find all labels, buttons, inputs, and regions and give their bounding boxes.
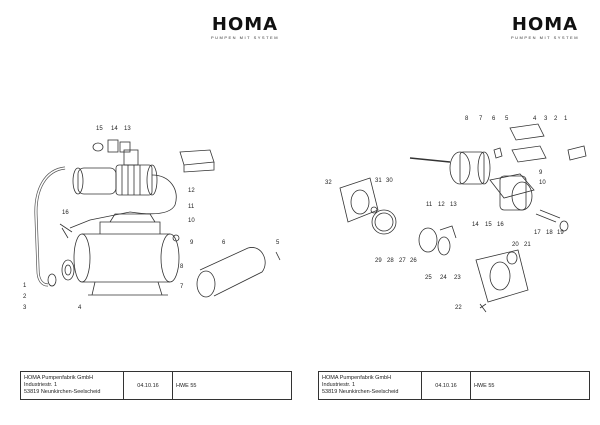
part-label: 7 <box>479 116 483 122</box>
part-label: 31 <box>375 178 382 184</box>
part-label: 32 <box>325 180 332 186</box>
logo-word: HOMA <box>511 14 579 35</box>
title-block: HOMA Pumpenfabrik GmbH Industriestr. 1 5… <box>318 371 590 400</box>
part-label: 4 <box>78 305 82 311</box>
part-label: 14 <box>111 126 118 132</box>
part-label: 21 <box>524 242 531 248</box>
part-label: 29 <box>375 258 382 264</box>
part-label: 2 <box>23 294 27 300</box>
part-label: 3 <box>23 305 27 311</box>
document-date: 04.10.16 <box>422 372 471 399</box>
homa-logo: HOMA PUMPEN MIT SYSTEM <box>500 14 590 41</box>
part-label: 10 <box>188 218 195 224</box>
part-label: 2 <box>554 116 558 122</box>
company-street: Industriestr. 1 <box>24 382 58 388</box>
part-label: 19 <box>557 230 564 236</box>
part-label: 27 <box>399 258 406 264</box>
homa-logo: HOMA PUMPEN MIT SYSTEM <box>200 14 290 41</box>
logo-word: HOMA <box>211 14 279 35</box>
model-name: HWE 55 <box>474 382 495 389</box>
part-label: 11 <box>426 202 433 208</box>
document-date: 04.10.16 <box>124 372 173 399</box>
part-label: 13 <box>450 202 457 208</box>
part-label: 5 <box>276 240 280 246</box>
left-page: HOMA PUMPEN MIT SYSTEM <box>20 14 292 400</box>
part-label: 13 <box>124 126 131 132</box>
exploded-view-motor-assembly: 8 7 6 5 4 3 2 1 9 10 32 31 30 11 12 13 1… <box>325 116 587 313</box>
part-label: 15 <box>485 222 492 228</box>
part-label: 9 <box>190 240 194 246</box>
part-label: 5 <box>505 116 509 122</box>
part-label: 14 <box>472 222 479 228</box>
logo-tagline: PUMPEN MIT SYSTEM <box>510 35 580 40</box>
logo-tagline: PUMPEN MIT SYSTEM <box>210 35 280 40</box>
company-street: Industriestr. 1 <box>322 382 356 388</box>
part-label: 17 <box>534 230 541 236</box>
right-page: HOMA PUMPEN MIT SYSTEM <box>300 0 600 425</box>
part-label: 6 <box>222 240 226 246</box>
part-label: 16 <box>497 222 504 228</box>
company-city: 53819 Neunkirchen-Seelscheid <box>24 389 101 395</box>
part-label: 18 <box>546 230 553 236</box>
part-label: 22 <box>455 305 462 311</box>
part-label: 20 <box>512 242 519 248</box>
part-label: 7 <box>180 284 184 290</box>
company-name: HOMA Pumpenfabrik GmbH <box>322 375 392 381</box>
part-label: 28 <box>387 258 394 264</box>
company-address: HOMA Pumpenfabrik GmbH Industriestr. 1 5… <box>319 372 422 399</box>
part-label: 9 <box>539 170 543 176</box>
model-name: HWE 55 <box>176 382 197 389</box>
title-block: HOMA Pumpenfabrik GmbH Industriestr. 1 5… <box>20 371 292 400</box>
company-address: HOMA Pumpenfabrik GmbH Industriestr. 1 5… <box>21 372 124 399</box>
part-label: 4 <box>533 116 537 122</box>
exploded-view-pump-assembly: 15 14 13 12 11 10 16 9 6 5 8 7 1 2 3 4 <box>23 126 281 311</box>
part-label: 6 <box>492 116 496 122</box>
part-label: 8 <box>465 116 469 122</box>
part-label: 10 <box>539 180 546 186</box>
company-city: 53819 Neunkirchen-Seelscheid <box>322 389 399 395</box>
part-label: 26 <box>410 258 417 264</box>
part-label: 12 <box>188 188 195 194</box>
part-label: 12 <box>438 202 445 208</box>
part-label: 24 <box>440 275 447 281</box>
part-label: 25 <box>425 275 432 281</box>
part-label: 23 <box>454 275 461 281</box>
part-label: 15 <box>96 126 103 132</box>
part-label: 3 <box>544 116 548 122</box>
part-label: 16 <box>62 210 69 216</box>
part-label: 1 <box>564 116 568 122</box>
part-label: 1 <box>23 283 27 289</box>
part-label: 8 <box>180 264 184 270</box>
part-label: 30 <box>386 178 393 184</box>
company-name: HOMA Pumpenfabrik GmbH <box>24 375 94 381</box>
part-label: 11 <box>188 204 195 210</box>
